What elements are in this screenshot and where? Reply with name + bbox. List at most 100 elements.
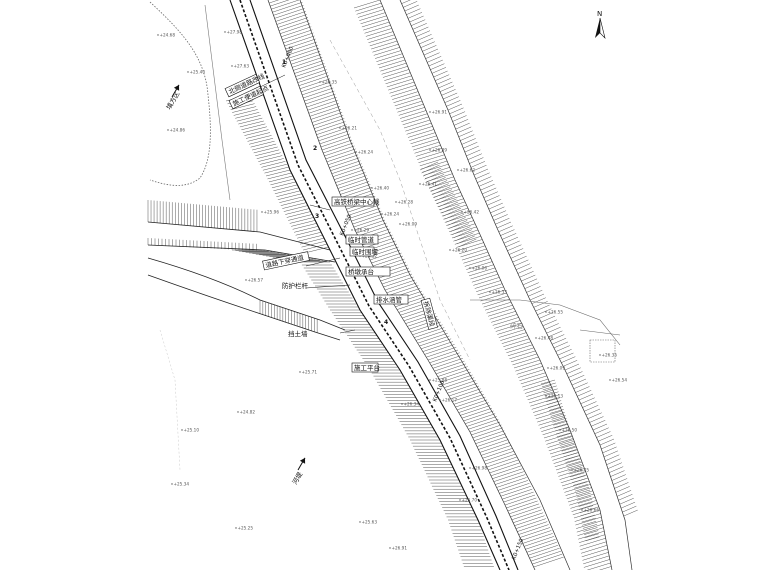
hatch-line <box>279 196 304 203</box>
elevation-label: +26.50 <box>562 428 578 433</box>
label-text: 河堤 <box>290 470 305 486</box>
elevation-label: +26.24 <box>384 212 400 217</box>
hatch-line <box>443 92 458 100</box>
hatch-line <box>274 8 305 19</box>
hatch-line <box>576 523 603 533</box>
elevation-label: +24.82 <box>240 410 256 415</box>
hatch-line <box>325 148 356 160</box>
hatch-line <box>238 117 263 125</box>
hatch-line <box>432 358 463 369</box>
hatch-line <box>474 430 505 441</box>
hatch-line <box>545 394 560 399</box>
hatch-line <box>524 282 539 289</box>
elevation-dot <box>429 111 431 113</box>
slope-hatches <box>147 0 638 570</box>
elevation-dot <box>299 371 301 373</box>
hatch-line <box>471 273 498 283</box>
hatch-line <box>232 106 257 113</box>
hatch-line <box>482 448 513 459</box>
hatch-line <box>501 335 528 344</box>
hatch-line <box>622 505 637 513</box>
hatch-line <box>434 360 465 372</box>
hatch-line <box>442 207 462 217</box>
hatch-line <box>591 420 606 427</box>
hatch-line <box>478 439 509 450</box>
hatch-line <box>291 220 316 227</box>
label-bridge-pier: 桥墩承台 <box>345 266 391 277</box>
elevation-label: +26.20 <box>452 248 468 253</box>
hatch-line <box>432 186 451 195</box>
hatch-line <box>436 195 456 205</box>
hatch-line <box>298 234 323 242</box>
main-road <box>229 0 519 570</box>
hatch-line <box>446 100 461 107</box>
hatch-line <box>452 226 471 235</box>
hatch-line <box>585 408 601 416</box>
hatch-line <box>296 69 327 80</box>
hatch-line <box>582 552 609 561</box>
hatch-line <box>510 252 525 259</box>
hatch-line <box>545 432 572 442</box>
hatch-line <box>570 472 585 478</box>
hatch-line <box>526 286 541 293</box>
elevation-dot <box>399 223 401 225</box>
hatch-line <box>249 138 274 145</box>
elevation-dot <box>429 149 431 151</box>
elevation-dot <box>559 429 561 431</box>
hatch-line <box>428 59 443 67</box>
hatch-line <box>544 391 559 397</box>
hatch-line <box>382 69 410 78</box>
hatch-line <box>331 163 362 174</box>
hatch-line <box>565 458 580 463</box>
hatch-line <box>528 544 559 556</box>
hatch-line <box>417 34 432 41</box>
hatch-line <box>570 500 597 509</box>
hatch-line <box>289 217 314 224</box>
marker-number: 3 <box>315 213 319 220</box>
label-text: 排水涵管 <box>376 295 403 304</box>
hatch-line <box>577 499 592 504</box>
elevation-label: +26.98 <box>472 466 488 471</box>
hatch-line <box>352 213 383 225</box>
hatch-line <box>284 35 315 47</box>
hatch-line <box>303 87 334 99</box>
hatch-line <box>233 109 258 116</box>
hatch-line <box>425 52 440 59</box>
hatch-line <box>407 129 435 138</box>
hatch-line <box>455 396 486 408</box>
hatch-line <box>605 454 620 462</box>
hatch-line <box>568 371 583 378</box>
hatch-line <box>463 142 478 149</box>
elevation-dot <box>545 395 547 397</box>
hatch-line <box>500 229 515 236</box>
hatch-line <box>517 267 532 274</box>
label-text: 施工平台 <box>354 363 380 372</box>
hatch-line <box>490 206 505 214</box>
hatch-line <box>491 314 518 323</box>
hatch-line <box>411 138 438 148</box>
hatch-line <box>388 285 419 296</box>
hatch-line <box>386 282 417 294</box>
hatch-line <box>241 123 266 131</box>
hatch-line <box>280 23 311 34</box>
hatch-line <box>519 271 534 278</box>
hatch-line <box>551 415 566 420</box>
hatch-line <box>582 401 597 408</box>
hatch-line <box>522 533 553 544</box>
hatch-line <box>614 482 629 489</box>
hatch-line <box>564 484 591 493</box>
hatch-line <box>435 74 450 81</box>
hatch-line <box>292 57 323 68</box>
hatch-line <box>568 466 583 472</box>
hatch-line <box>459 245 486 255</box>
hatch-line <box>489 311 516 320</box>
elevation-label: +26.62 <box>460 168 476 173</box>
hatch-line <box>533 556 564 568</box>
hatch-line <box>394 97 421 107</box>
elevation-dot <box>157 34 159 36</box>
hatch-line <box>496 221 512 229</box>
hatch-line <box>504 341 531 350</box>
hatch-line <box>589 416 604 423</box>
hatch-line <box>598 435 613 442</box>
